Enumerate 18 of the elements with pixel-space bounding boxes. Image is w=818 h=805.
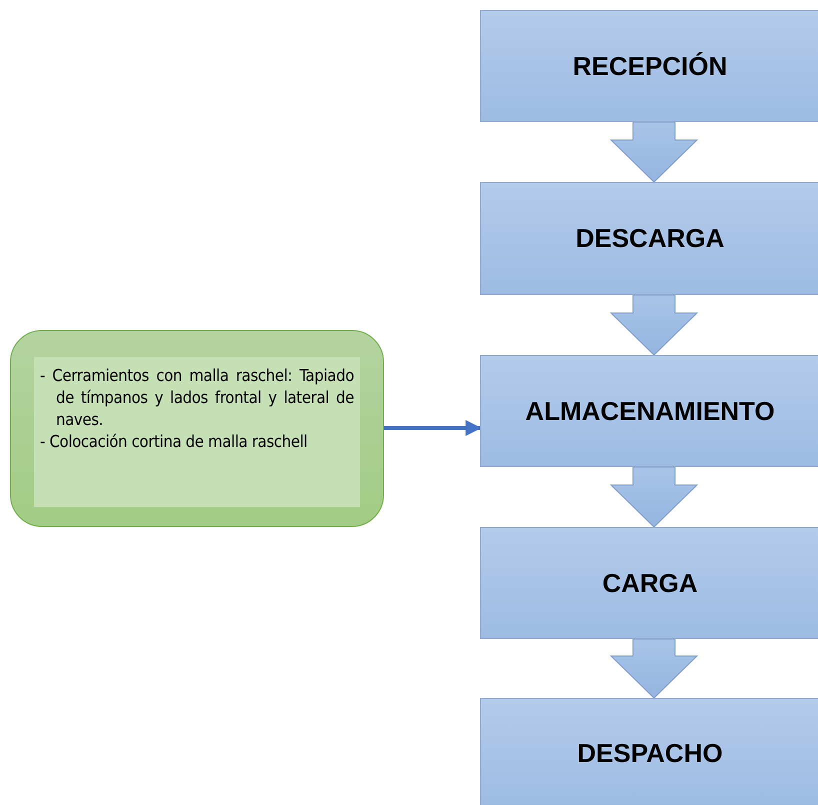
block-arrow bbox=[610, 294, 698, 356]
bullet-text: - Cerramientos con malla raschel: Tapiado de tímpanos y lados frontal y lateral de naves. bbox=[40, 365, 354, 431]
block-arrow bbox=[610, 122, 698, 183]
process-box bbox=[480, 182, 818, 295]
process-label: ALMACENAMIENTO bbox=[525, 396, 775, 426]
arrow bbox=[384, 420, 482, 436]
process-box bbox=[480, 355, 818, 467]
block-arrow bbox=[610, 638, 698, 699]
process-box bbox=[480, 527, 818, 639]
process-label: DESCARGA bbox=[576, 223, 724, 254]
process-label: DESPACHO bbox=[577, 738, 723, 768]
process-box bbox=[480, 698, 818, 805]
process-label: CARGA bbox=[602, 568, 698, 598]
block-arrow bbox=[610, 466, 698, 528]
note-box bbox=[10, 330, 384, 527]
process-label: RECEPCIÓN bbox=[572, 50, 728, 82]
bullet-text: - Colocación cortina de malla raschell bbox=[40, 431, 308, 453]
process-box bbox=[480, 10, 818, 122]
